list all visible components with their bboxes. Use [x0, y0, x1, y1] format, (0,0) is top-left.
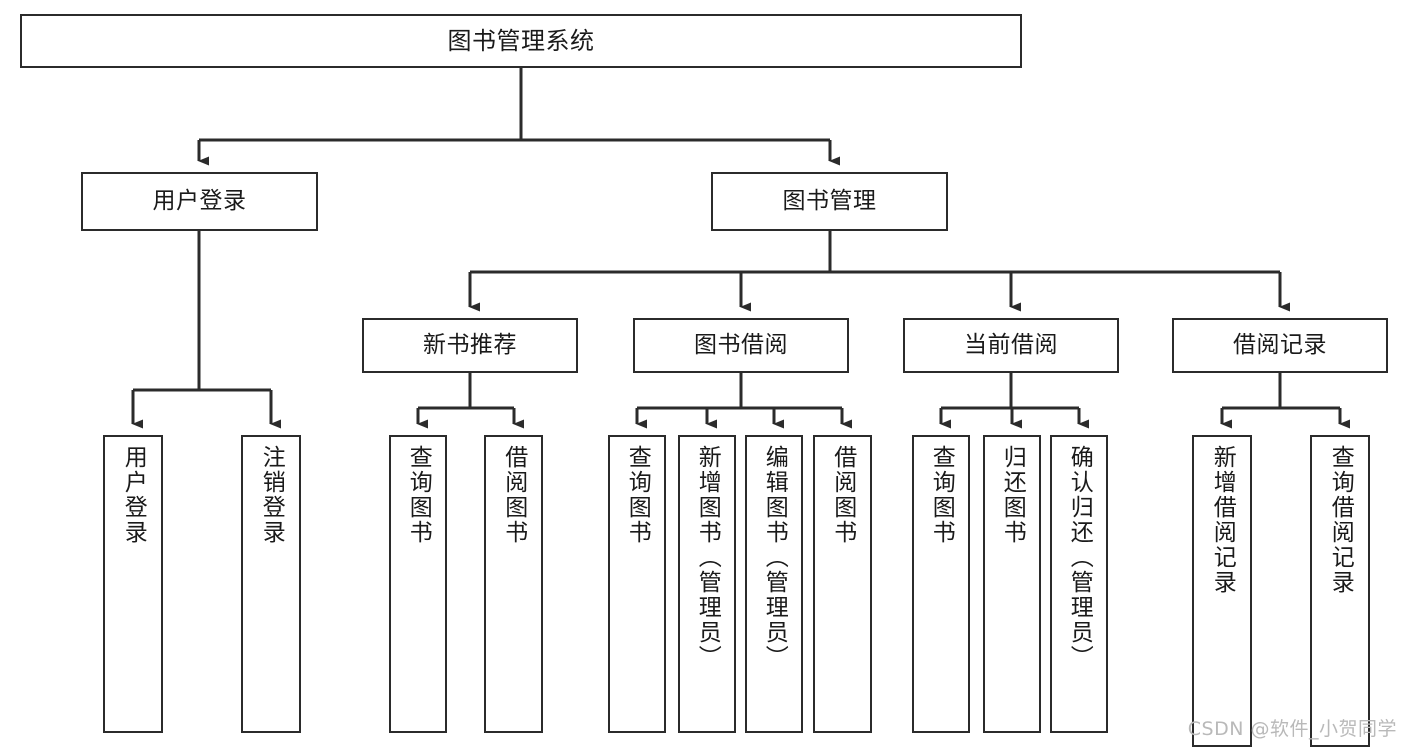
node-borrow-record-label: 借阅记录: [1233, 331, 1327, 358]
node-leaf-query-book-borrow[interactable]: 查询图书: [608, 435, 666, 733]
node-user-login[interactable]: 用户登录: [81, 172, 318, 231]
node-leaf-edit-book-admin[interactable]: 编辑图书（管理员）: [745, 435, 803, 733]
node-leaf-add-book-admin-label: 新增图书（管理员）: [694, 445, 721, 670]
node-leaf-query-book-current[interactable]: 查询图书: [912, 435, 970, 733]
node-root[interactable]: 图书管理系统: [20, 14, 1022, 68]
node-book-management[interactable]: 图书管理: [711, 172, 948, 231]
node-leaf-user-logout-label: 注销登录: [258, 445, 285, 545]
node-new-book-recommend[interactable]: 新书推荐: [362, 318, 578, 373]
node-current-borrow-label: 当前借阅: [964, 331, 1058, 358]
node-leaf-add-borrow-record-label: 新增借阅记录: [1209, 445, 1236, 595]
node-leaf-query-book-rec[interactable]: 查询图书: [389, 435, 447, 733]
node-book-borrow-label: 图书借阅: [694, 331, 788, 358]
node-leaf-user-login-label: 用户登录: [120, 445, 147, 545]
node-leaf-confirm-return-admin[interactable]: 确认归还（管理员）: [1050, 435, 1108, 733]
node-leaf-borrow-book-rec-label: 借阅图书: [500, 445, 527, 545]
node-leaf-query-book-borrow-label: 查询图书: [624, 445, 651, 545]
node-leaf-query-borrow-record-label: 查询借阅记录: [1327, 445, 1354, 595]
node-current-borrow[interactable]: 当前借阅: [903, 318, 1119, 373]
node-leaf-borrow-book[interactable]: 借阅图书: [813, 435, 872, 733]
node-user-login-label: 用户登录: [152, 187, 247, 214]
node-leaf-add-book-admin[interactable]: 新增图书（管理员）: [678, 435, 736, 733]
node-leaf-query-borrow-record[interactable]: 查询借阅记录: [1310, 435, 1370, 747]
node-new-book-recommend-label: 新书推荐: [423, 331, 517, 358]
node-leaf-add-borrow-record[interactable]: 新增借阅记录: [1192, 435, 1252, 747]
node-leaf-confirm-return-admin-label: 确认归还（管理员）: [1066, 445, 1093, 670]
node-leaf-user-logout[interactable]: 注销登录: [241, 435, 301, 733]
watermark: CSDN @软件_小贺同学: [1187, 718, 1397, 740]
node-root-label: 图书管理系统: [447, 26, 595, 55]
node-leaf-borrow-book-label: 借阅图书: [829, 445, 856, 545]
node-leaf-borrow-book-rec[interactable]: 借阅图书: [484, 435, 543, 733]
node-leaf-edit-book-admin-label: 编辑图书（管理员）: [761, 445, 788, 670]
node-leaf-return-book-label: 归还图书: [999, 445, 1026, 545]
node-leaf-query-book-rec-label: 查询图书: [405, 445, 432, 545]
node-borrow-record[interactable]: 借阅记录: [1172, 318, 1388, 373]
node-leaf-user-login[interactable]: 用户登录: [103, 435, 163, 733]
node-book-management-label: 图书管理: [782, 187, 877, 214]
node-leaf-return-book[interactable]: 归还图书: [983, 435, 1041, 733]
node-leaf-query-book-current-label: 查询图书: [928, 445, 955, 545]
node-book-borrow[interactable]: 图书借阅: [633, 318, 849, 373]
